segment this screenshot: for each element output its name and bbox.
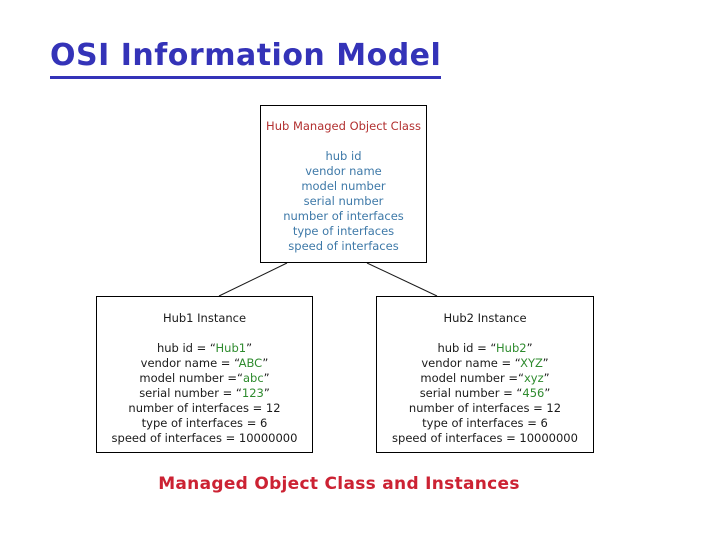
instance-property-line: number of interfaces = 12 [377,401,593,416]
slide-caption: Managed Object Class and Instances [158,474,520,494]
instance-property-line: type of interfaces = 6 [97,416,312,431]
property-text: model number =“ [139,371,243,385]
instance-property-line: type of interfaces = 6 [377,416,593,431]
property-text: ” [246,341,253,355]
property-text: ” [542,356,549,370]
slide-title: OSI Information Model [50,38,442,79]
spacer [377,326,593,341]
instance-box-hub1: Hub1 Instance hub id = “Hub1” vendor nam… [96,296,313,453]
property-text: ” [526,341,533,355]
instance-property-line: serial number = “456” [377,386,593,401]
class-box-name: Hub Managed Object Class [266,119,421,133]
property-text: type of interfaces = 6 [422,416,548,430]
instance-property-line: vendor name = “ABC” [97,356,312,371]
property-text: model number =“ [420,371,524,385]
instance-title: Hub2 Instance [443,311,527,325]
property-text: ” [263,371,270,385]
connector-right-line [366,262,438,297]
class-attribute: vendor name [305,164,382,178]
instance-box-hub2: Hub2 Instance hub id = “Hub2” vendor nam… [376,296,594,453]
property-text: hub id = “ [437,341,497,355]
instance-property-line: serial number = “123” [97,386,312,401]
instance-property-line: speed of interfaces = 10000000 [97,431,312,446]
property-text: ” [262,356,269,370]
property-text: serial number = “ [139,386,242,400]
spacer [261,134,426,149]
property-text: ” [543,371,550,385]
class-box: Hub Managed Object Class hub id vendor n… [260,105,427,263]
class-attribute: type of interfaces [292,224,395,238]
property-text: type of interfaces = 6 [141,416,268,430]
property-text: speed of interfaces = 10000000 [392,431,578,445]
connector-left-line [218,262,288,297]
property-text: serial number = “ [419,386,523,400]
property-text: speed of interfaces = 10000000 [111,431,298,445]
instance-property-line: number of interfaces = 12 [97,401,312,416]
class-attribute: model number [301,179,386,193]
instance-property-line: hub id = “Hub2” [377,341,593,356]
instance-property-line: vendor name = “XYZ” [377,356,593,371]
class-attribute: serial number [303,194,384,208]
property-text: vendor name = “ [140,356,239,370]
property-value: 123 [241,386,264,400]
instance-property-line: speed of interfaces = 10000000 [377,431,593,446]
property-text: ” [263,386,270,400]
property-value: xyz [523,371,544,385]
property-text: number of interfaces = 12 [408,401,562,415]
property-value: XYZ [520,356,543,370]
instance-property-line: hub id = “Hub1” [97,341,312,356]
property-value: 456 [522,386,545,400]
property-text: number of interfaces = 12 [128,401,281,415]
property-text: hub id = “ [156,341,216,355]
property-text: ” [544,386,551,400]
property-value: ABC [238,356,263,370]
property-text: vendor name = “ [421,356,521,370]
class-attribute: speed of interfaces [288,239,399,253]
instance-property-line: model number =“abc” [97,371,312,386]
instance-property-line: model number =“xyz” [377,371,593,386]
class-attribute: number of interfaces [283,209,404,223]
property-value: abc [242,371,264,385]
class-attribute: hub id [325,149,362,163]
instance-title: Hub1 Instance [162,311,247,325]
property-value: Hub2 [496,341,527,355]
spacer [97,326,312,341]
property-value: Hub1 [215,341,247,355]
